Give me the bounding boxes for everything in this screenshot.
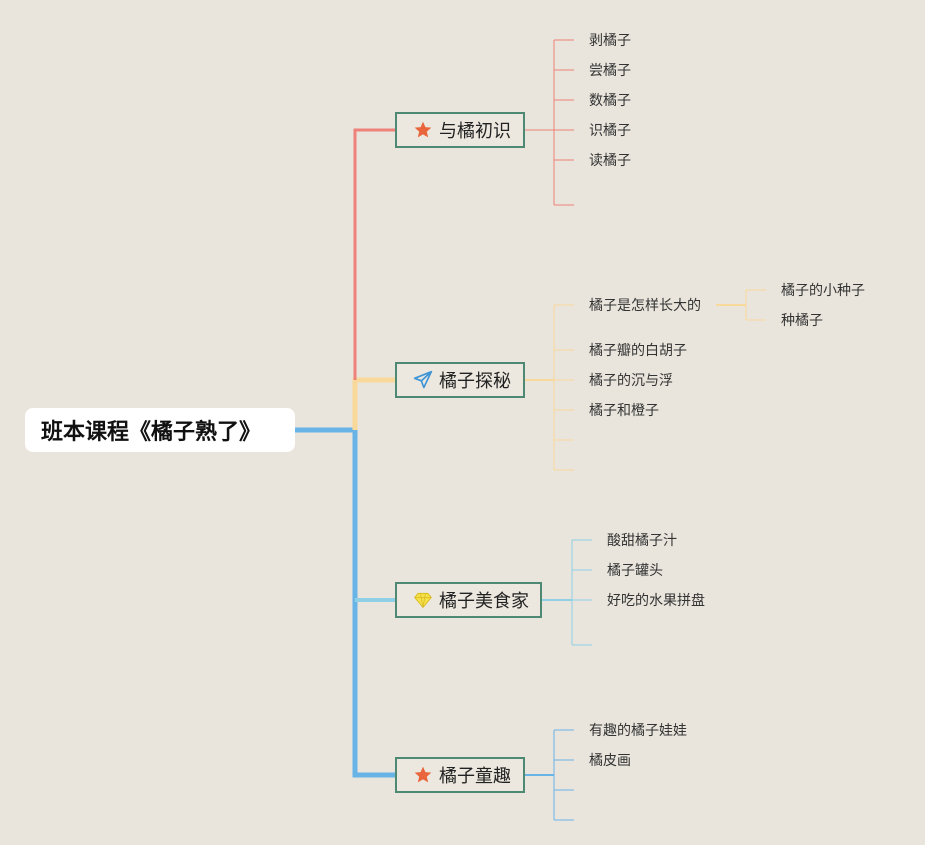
branch-node-3[interactable]: 橘子美食家 — [395, 582, 542, 618]
star-icon — [413, 765, 433, 785]
root-title: 班本课程《橘子熟了》 — [41, 420, 262, 445]
branch-label: 与橘初识 — [439, 121, 511, 142]
leaf-node[interactable]: 橘子罐头 — [607, 563, 663, 579]
branch-node-4[interactable]: 橘子童趣 — [395, 757, 525, 793]
branch-label: 橘子童趣 — [439, 766, 511, 787]
leaf-node[interactable]: 识橘子 — [589, 123, 631, 139]
leaf-node[interactable]: 剥橘子 — [589, 33, 631, 49]
leaf-node[interactable]: 有趣的橘子娃娃 — [589, 723, 687, 739]
branch3-leaf-connectors — [542, 539, 592, 646]
branch4-leaf-connectors — [525, 729, 574, 821]
trunk-connectors — [295, 128, 395, 778]
connector-root-branch4 — [295, 427, 395, 778]
branch-node-2[interactable]: 橘子探秘 — [395, 362, 525, 398]
branch-node-1[interactable]: 与橘初识 — [395, 112, 525, 148]
star-icon — [413, 120, 433, 140]
leaf-node[interactable]: 橘子瓣的白胡子 — [589, 343, 687, 359]
sub-leaf-node[interactable]: 橘子的小种子 — [781, 283, 865, 299]
connector-root-branch1 — [353, 128, 395, 380]
leaf-node[interactable]: 橘子的沉与浮 — [589, 373, 673, 389]
sub-leaf-node[interactable]: 种橘子 — [781, 313, 823, 329]
leaf-node[interactable]: 数橘子 — [589, 93, 631, 109]
leaf-node[interactable]: 橘子是怎样长大的 — [589, 298, 701, 314]
leaf-node[interactable]: 读橘子 — [589, 153, 631, 169]
branch1-leaf-connectors — [525, 39, 574, 206]
branch-label: 橘子美食家 — [439, 591, 529, 612]
connector-root-branch2 — [352, 377, 395, 430]
branch-label: 橘子探秘 — [439, 371, 511, 392]
leaf-node[interactable]: 橘子和橙子 — [589, 403, 659, 419]
leaf-node[interactable]: 好吃的水果拼盘 — [607, 593, 705, 609]
leaf-node[interactable]: 尝橘子 — [589, 63, 631, 79]
root-node[interactable]: 班本课程《橘子熟了》 — [25, 408, 295, 452]
leaf-node[interactable]: 橘皮画 — [589, 753, 631, 769]
leaf-node[interactable]: 酸甜橘子汁 — [607, 533, 677, 549]
branch2-leaf-connectors — [525, 289, 766, 471]
paper-plane-icon — [413, 370, 433, 390]
diamond-icon — [413, 590, 433, 610]
